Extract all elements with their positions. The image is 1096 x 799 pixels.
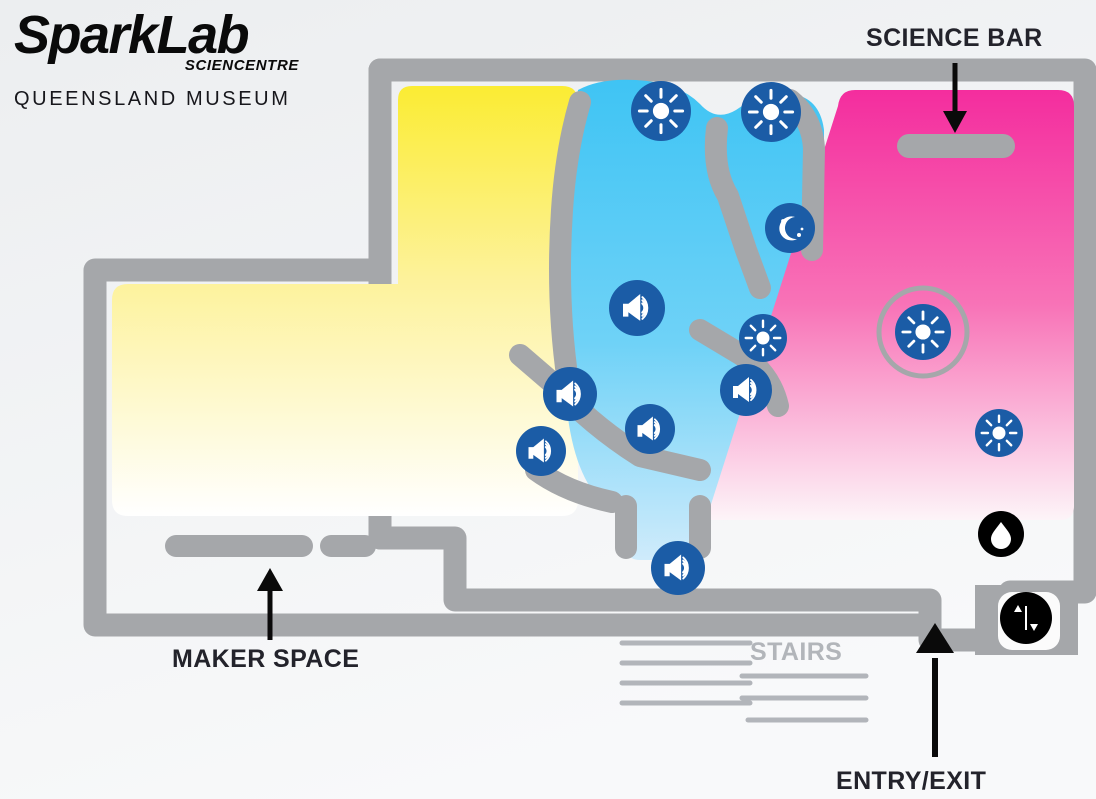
moon-icon	[779, 216, 804, 241]
science-bar-counter	[897, 134, 1015, 158]
exhibit-marker[interactable]	[765, 203, 815, 253]
exhibit-marker[interactable]	[516, 426, 566, 476]
maker-bench-long	[165, 535, 313, 557]
megaphone-icon	[733, 377, 757, 402]
zone-fills	[112, 79, 1074, 560]
sun-icon	[980, 414, 1018, 452]
exhibit-marker[interactable]	[975, 409, 1023, 457]
marker-disc	[765, 203, 815, 253]
exhibit-marker[interactable]	[739, 314, 787, 362]
amenity-icons	[978, 511, 1052, 644]
callout-arrows	[257, 63, 967, 757]
callout-stairs: STAIRS	[750, 638, 843, 666]
callout-entry-exit: ENTRY/EXIT	[836, 767, 987, 795]
water-drop-icon	[991, 522, 1011, 549]
amenity-marker[interactable]	[978, 511, 1024, 557]
brand-logo: SparkLab SCIENCENTRE QUEENSLAND MUSEUM	[14, 5, 334, 111]
maker-bench-short	[320, 535, 376, 557]
megaphone-icon	[664, 554, 689, 581]
exhibit-marker[interactable]	[625, 404, 675, 454]
exhibit-marker[interactable]	[720, 364, 772, 416]
megaphone-icon	[623, 294, 649, 321]
exhibit-marker[interactable]	[609, 280, 665, 336]
exhibit-marker[interactable]	[651, 541, 705, 595]
brand-sub-wordmark: SCIENCENTRE	[184, 57, 299, 75]
zone-maker-space[interactable]	[112, 86, 578, 516]
fixtures	[165, 134, 1015, 557]
megaphone-icon	[556, 380, 581, 407]
sun-icon	[901, 310, 945, 354]
brand-organisation: QUEENSLAND MUSEUM	[14, 88, 291, 111]
callout-maker-space: MAKER SPACE	[172, 645, 360, 673]
sun-icon	[637, 87, 685, 135]
exhibit-marker[interactable]	[741, 82, 801, 142]
amenity-marker[interactable]	[1000, 592, 1052, 644]
exhibit-markers	[516, 81, 1023, 595]
megaphone-icon	[528, 438, 552, 463]
exhibit-marker[interactable]	[543, 367, 597, 421]
lift-icon	[1014, 605, 1038, 631]
brand-wordmark: SparkLab	[14, 5, 250, 65]
exhibit-marker[interactable]	[631, 81, 691, 141]
arrow-entry-exit	[916, 623, 954, 757]
arrow-maker-space	[257, 568, 283, 640]
exhibit-marker[interactable]	[876, 285, 970, 379]
megaphone-icon	[637, 416, 661, 441]
sun-icon	[747, 88, 795, 136]
callout-science-bar: SCIENCE BAR	[866, 24, 1043, 52]
sun-icon	[744, 319, 782, 357]
exhibit-ring	[876, 285, 970, 379]
arrow-science-bar	[943, 63, 967, 133]
stairs-graphic	[619, 640, 869, 723]
